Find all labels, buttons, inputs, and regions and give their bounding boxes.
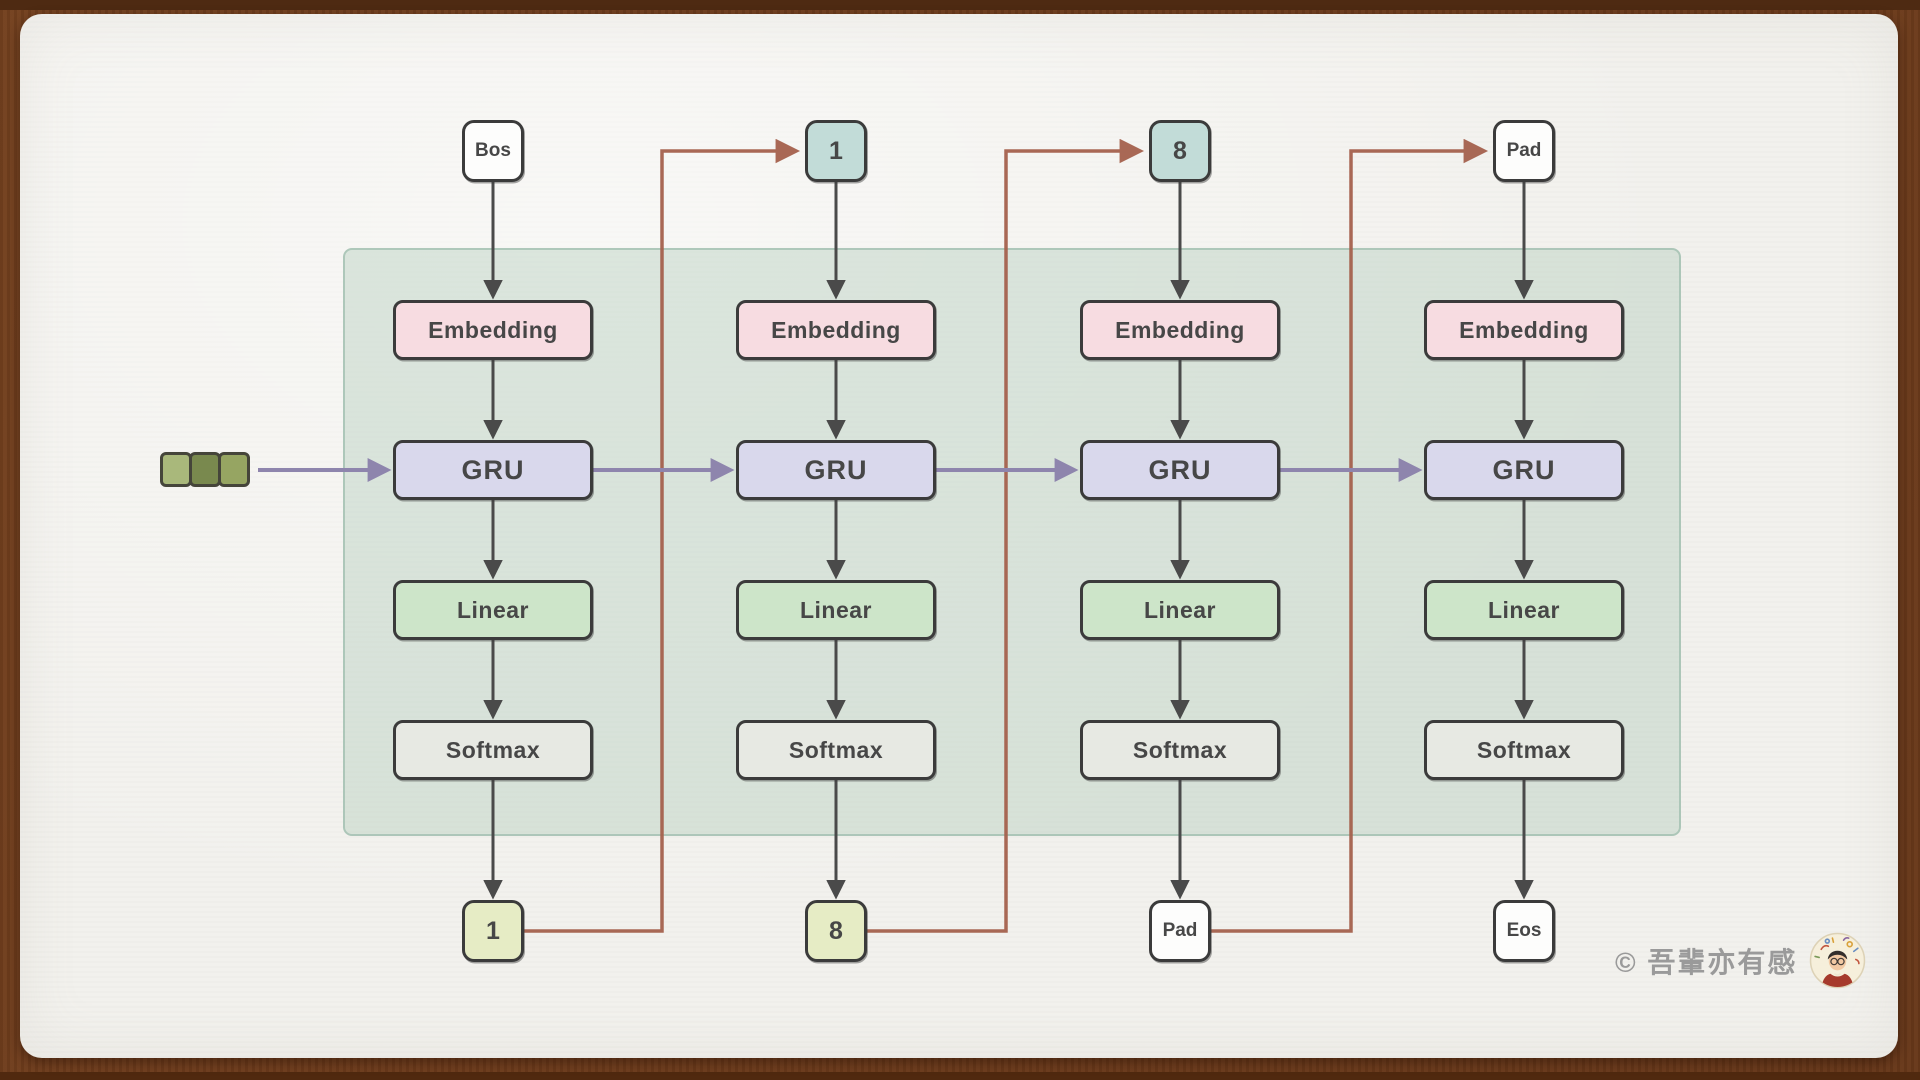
- watermark: © 吾輩亦有感: [1615, 932, 1866, 989]
- author-avatar-icon: [1809, 932, 1866, 989]
- input-token-col1: Bos: [462, 120, 524, 182]
- softmax-block-col2: Softmax: [736, 720, 936, 780]
- gru-block-col2: GRU: [736, 440, 936, 500]
- gru-block-col4: GRU: [1424, 440, 1624, 500]
- context-cell-1: [160, 452, 192, 487]
- context-cell-3: [218, 452, 250, 487]
- embedding-block-col2: Embedding: [736, 300, 936, 360]
- embedding-block-col3: Embedding: [1080, 300, 1280, 360]
- input-token-col4: Pad: [1493, 120, 1555, 182]
- context-vector: [160, 452, 250, 487]
- gru-block-col1: GRU: [393, 440, 593, 500]
- watermark-text: © 吾輩亦有感: [1615, 946, 1798, 978]
- input-token-col2: 1: [805, 120, 867, 182]
- softmax-block-col1: Softmax: [393, 720, 593, 780]
- gru-block-col3: GRU: [1080, 440, 1280, 500]
- linear-block-col2: Linear: [736, 580, 936, 640]
- linear-block-col3: Linear: [1080, 580, 1280, 640]
- input-token-col3: 8: [1149, 120, 1211, 182]
- output-token-col2: 8: [805, 900, 867, 962]
- softmax-block-col3: Softmax: [1080, 720, 1280, 780]
- output-token-col4: Eos: [1493, 900, 1555, 962]
- linear-block-col4: Linear: [1424, 580, 1624, 640]
- embedding-block-col1: Embedding: [393, 300, 593, 360]
- softmax-block-col4: Softmax: [1424, 720, 1624, 780]
- output-token-col3: Pad: [1149, 900, 1211, 962]
- linear-block-col1: Linear: [393, 580, 593, 640]
- embedding-block-col4: Embedding: [1424, 300, 1624, 360]
- context-cell-2: [189, 452, 221, 487]
- output-token-col1: 1: [462, 900, 524, 962]
